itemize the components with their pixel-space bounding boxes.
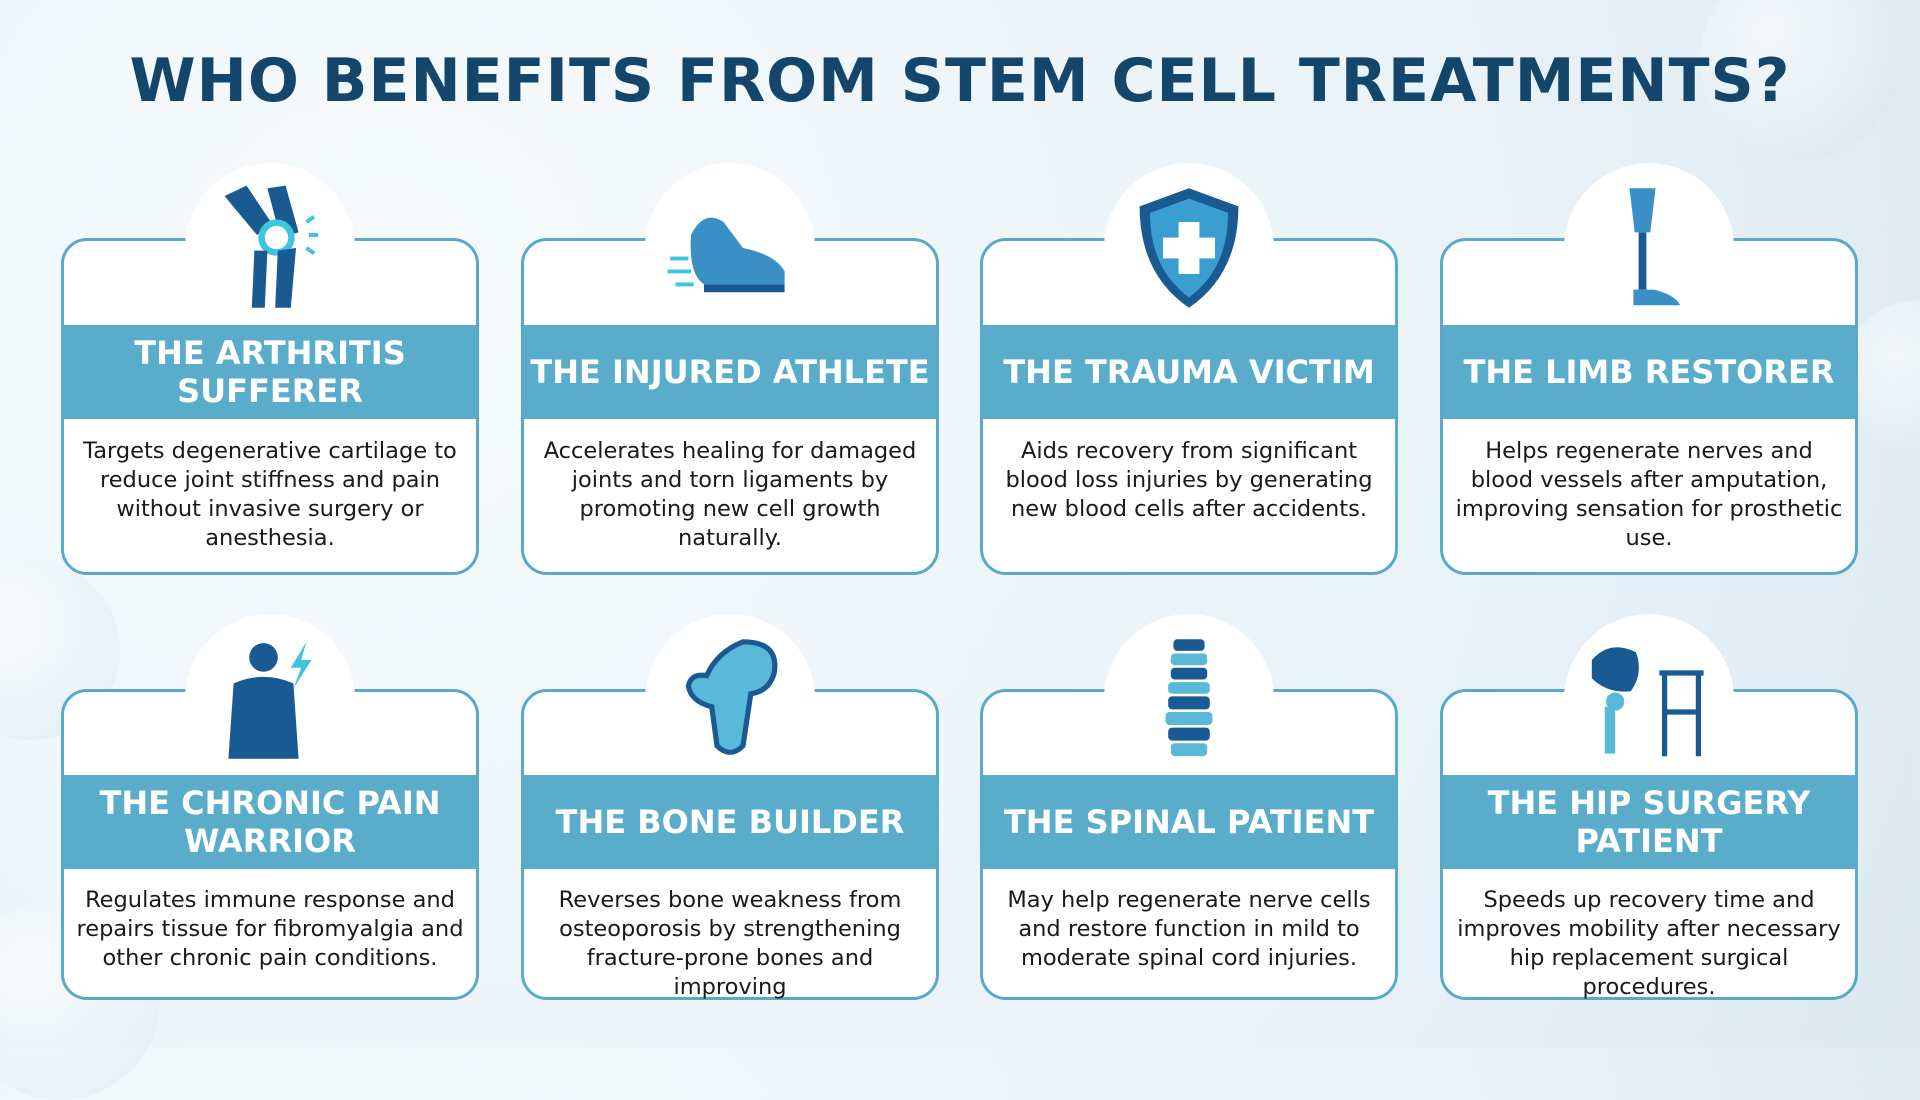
running-shoe-icon (667, 217, 785, 293)
card-bone-builder: THE BONE BUILDER Reverses bone weakness … (521, 614, 939, 1000)
card-title: THE LIMB RESTORER (1443, 325, 1855, 419)
card-limb-restorer: THE LIMB RESTORER Helps regenerate nerve… (1440, 163, 1858, 575)
card-description: Aids recovery from significant blood los… (1005, 438, 1373, 522)
card-title: THE ARTHRITIS SUFFERER (64, 325, 476, 419)
card-spinal-patient: THE SPINAL PATIENT May help regenerate n… (980, 614, 1398, 1000)
card-title: THE SPINAL PATIENT (983, 775, 1395, 869)
card-title: THE TRAUMA VICTIM (983, 325, 1395, 419)
card-injured-athlete: THE INJURED ATHLETE Accelerates healing … (521, 163, 939, 575)
medical-shield-icon (1139, 188, 1239, 308)
bone-icon (685, 639, 778, 755)
card-hip-surgery-patient: THE HIP SURGERY PATIENT Speeds up recove… (1440, 614, 1858, 1000)
card-description: Accelerates healing for damaged joints a… (543, 438, 917, 551)
card-chronic-pain-warrior: THE CHRONIC PAIN WARRIOR Regulates immun… (61, 614, 479, 1000)
card-description: Regulates immune response and repairs ti… (76, 887, 464, 971)
card-title: THE BONE BUILDER (524, 775, 936, 869)
card-description: Reverses bone weakness from osteoporosis… (558, 887, 902, 1000)
card-title: THE INJURED ATHLETE (524, 325, 936, 419)
prosthetic-leg-icon (1629, 188, 1681, 306)
card-title: THE CHRONIC PAIN WARRIOR (64, 775, 476, 869)
card-description: Speeds up recovery time and improves mob… (1457, 887, 1841, 1000)
knee-joint-icon (224, 185, 319, 308)
card-description: Helps regenerate nerves and blood vessel… (1455, 438, 1843, 551)
spine-icon (1165, 639, 1213, 757)
background-bubble (1700, 0, 1900, 160)
card-title: THE HIP SURGERY PATIENT (1443, 775, 1855, 869)
hip-walker-icon (1591, 647, 1704, 757)
page-title: WHO BENEFITS FROM STEM CELL TREATMENTS? (129, 46, 1791, 116)
card-description: May help regenerate nerve cells and rest… (1007, 887, 1371, 971)
body-pain-icon (228, 641, 312, 759)
card-arthritis-sufferer: THE ARTHRITIS SUFFERER Targets degenerat… (61, 163, 479, 575)
card-trauma-victim: THE TRAUMA VICTIM Aids recovery from sig… (980, 163, 1398, 575)
card-description: Targets degenerative cartilage to reduce… (83, 438, 457, 551)
